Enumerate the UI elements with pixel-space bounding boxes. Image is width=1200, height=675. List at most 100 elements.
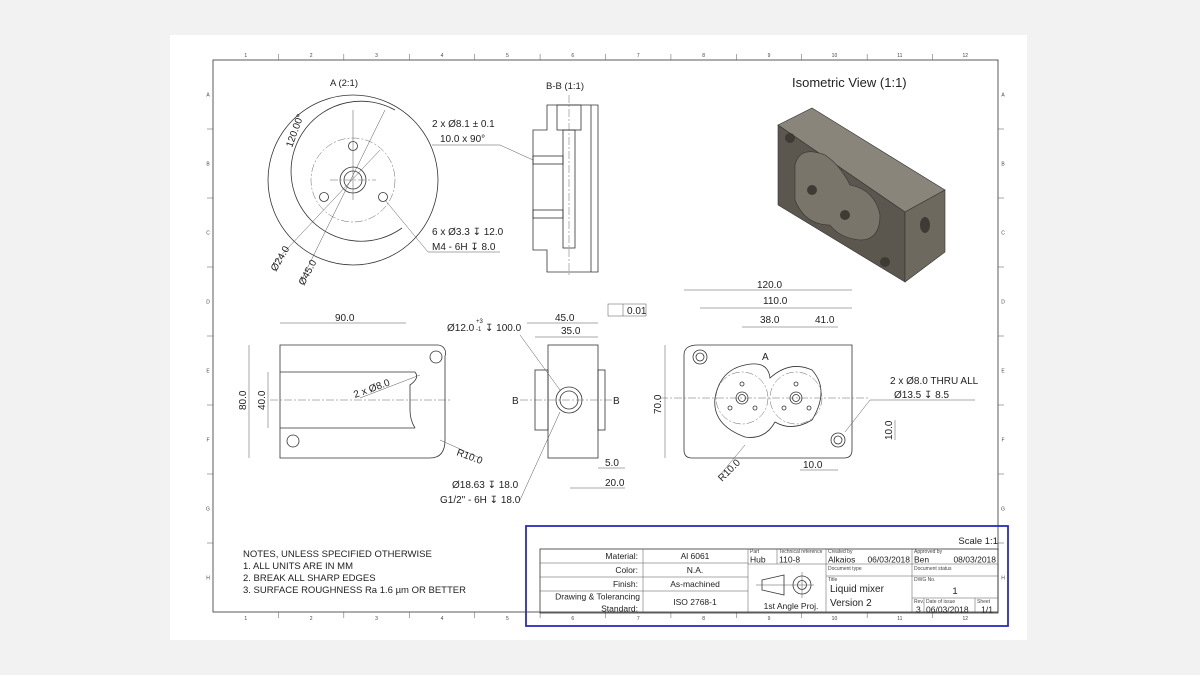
svg-text:Standard:: Standard: bbox=[601, 604, 638, 614]
section-view-bb: B-B (1:1) 2 x Ø8.1 ± 0.1 10.0 x 90° bbox=[432, 81, 599, 275]
svg-text:↧ 100.0: ↧ 100.0 bbox=[485, 323, 522, 334]
grid-marker: B bbox=[1001, 162, 1005, 168]
svg-text:5.0: 5.0 bbox=[605, 458, 619, 469]
svg-text:2 x Ø8.0: 2 x Ø8.0 bbox=[352, 377, 392, 400]
svg-text:1st Angle Proj.: 1st Angle Proj. bbox=[764, 601, 819, 611]
grid-marker: G bbox=[206, 507, 210, 513]
svg-text:Color:: Color: bbox=[615, 565, 638, 575]
svg-text:Part: Part bbox=[750, 549, 760, 555]
grid-marker: 2 bbox=[310, 53, 313, 59]
drawing-border bbox=[212, 59, 999, 613]
grid-marker: H bbox=[206, 576, 210, 582]
grid-marker: 10 bbox=[832, 616, 838, 622]
svg-text:DWG No.: DWG No. bbox=[914, 577, 935, 583]
grid-marker: 12 bbox=[963, 53, 969, 59]
svg-text:Document status: Document status bbox=[914, 566, 952, 572]
svg-text:1: 1 bbox=[952, 586, 957, 597]
svg-text:06/03/2018: 06/03/2018 bbox=[867, 555, 910, 565]
grid-marker: 10 bbox=[832, 53, 838, 59]
note-item: 2. BREAK ALL SHARP EDGES bbox=[243, 573, 376, 584]
svg-text:B: B bbox=[613, 396, 620, 407]
svg-text:N.A.: N.A. bbox=[687, 565, 704, 575]
grid-marker: F bbox=[1001, 438, 1004, 444]
grid-marker: C bbox=[1001, 231, 1005, 237]
svg-text:Title: Title bbox=[828, 577, 837, 583]
grid-marker: 2 bbox=[310, 616, 313, 622]
svg-text:As-machined: As-machined bbox=[670, 579, 720, 589]
grid-marker: H bbox=[1001, 576, 1005, 582]
svg-text:08/03/2018: 08/03/2018 bbox=[953, 555, 996, 565]
notes-heading: NOTES, UNLESS SPECIFIED OTHERWISE bbox=[243, 549, 432, 560]
notes: NOTES, UNLESS SPECIFIED OTHERWISE 1. ALL… bbox=[243, 549, 466, 596]
grid-marker: C bbox=[206, 231, 210, 237]
svg-text:Ben: Ben bbox=[914, 555, 929, 565]
grid-marker: E bbox=[1001, 369, 1005, 375]
svg-text:G1/2" - 6H ↧ 18.0: G1/2" - 6H ↧ 18.0 bbox=[440, 495, 521, 506]
svg-text:Version 2: Version 2 bbox=[830, 598, 872, 609]
svg-text:38.0: 38.0 bbox=[760, 315, 780, 326]
svg-text:Al 6061: Al 6061 bbox=[681, 551, 710, 561]
grid-marker: F bbox=[206, 438, 209, 444]
svg-text:+3: +3 bbox=[476, 319, 484, 325]
svg-text:20.0: 20.0 bbox=[605, 478, 625, 489]
svg-text:120.0: 120.0 bbox=[757, 280, 782, 291]
first-angle-projection-icon bbox=[756, 572, 814, 598]
svg-text:0.01: 0.01 bbox=[627, 306, 647, 317]
grid-marker: 12 bbox=[963, 616, 969, 622]
grid-marker: D bbox=[1001, 300, 1005, 306]
side-view: 45.0 35.0 Ø12.0 +3 -1 ↧ 100.0 0.01 B B 5… bbox=[440, 303, 647, 506]
svg-text:-1: -1 bbox=[476, 327, 482, 333]
svg-text:Created by: Created by bbox=[828, 549, 853, 555]
grid-marker: 8 bbox=[702, 616, 705, 622]
svg-text:2 x Ø8.0 THRU ALL: 2 x Ø8.0 THRU ALL bbox=[890, 376, 979, 387]
isometric-view: Isometric View (1:1) bbox=[777, 75, 946, 283]
svg-text:Finish:: Finish: bbox=[613, 579, 638, 589]
svg-text:35.0: 35.0 bbox=[561, 326, 581, 337]
grid-marker: 6 bbox=[571, 53, 574, 59]
grid-marker: E bbox=[206, 369, 210, 375]
note-item: 3. SURFACE ROUGHNESS Ra 1.6 µm OR BETTER bbox=[243, 585, 466, 596]
svg-text:90.0: 90.0 bbox=[335, 313, 355, 324]
svg-text:Hub: Hub bbox=[750, 555, 766, 565]
grid-marker: 7 bbox=[637, 53, 640, 59]
grid-marker: D bbox=[206, 300, 210, 306]
svg-text:Alkaios: Alkaios bbox=[828, 555, 855, 565]
svg-text:Drawing & Tolerancing: Drawing & Tolerancing bbox=[555, 592, 640, 602]
front-view: 90.0 80.0 40.0 2 x Ø8.0 R10.0 bbox=[238, 313, 484, 467]
svg-text:Ø13.5 ↧ 8.5: Ø13.5 ↧ 8.5 bbox=[894, 390, 950, 401]
svg-text:R10.0: R10.0 bbox=[455, 447, 484, 467]
svg-text:R10.0: R10.0 bbox=[716, 457, 743, 484]
grid-marker: 1 bbox=[244, 616, 247, 622]
grid-marker: 6 bbox=[571, 616, 574, 622]
svg-text:Ø45.0: Ø45.0 bbox=[297, 258, 320, 288]
drawing-title: Liquid mixer bbox=[830, 584, 885, 595]
grid-marker: 5 bbox=[506, 53, 509, 59]
svg-text:10.0 x 90°: 10.0 x 90° bbox=[440, 134, 485, 145]
svg-text:10.0: 10.0 bbox=[884, 420, 895, 440]
top-view: 120.0 110.0 38.0 41.0 A 70.0 2 x Ø8.0 TH… bbox=[653, 280, 979, 484]
svg-text:Material:: Material: bbox=[605, 551, 638, 561]
svg-text:70.0: 70.0 bbox=[653, 394, 664, 414]
grid-marker: G bbox=[1001, 507, 1005, 513]
grid-marker: 9 bbox=[768, 53, 771, 59]
grid-marker: 3 bbox=[375, 53, 378, 59]
svg-text:Ø12.0: Ø12.0 bbox=[447, 323, 475, 334]
grid-marker: A bbox=[206, 93, 210, 99]
svg-text:80.0: 80.0 bbox=[238, 390, 249, 410]
grid-marker: B bbox=[206, 162, 210, 168]
title-block: Scale 1:1 Material: Al 6061 Color: N.A. … bbox=[525, 525, 1009, 627]
grid-marker: 3 bbox=[375, 616, 378, 622]
svg-text:45.0: 45.0 bbox=[555, 313, 575, 324]
svg-text:Rev.: Rev. bbox=[914, 599, 924, 605]
svg-text:2 x Ø8.1 ± 0.1: 2 x Ø8.1 ± 0.1 bbox=[432, 119, 495, 130]
grid-marker: 1 bbox=[244, 53, 247, 59]
grid-marker: A bbox=[1001, 93, 1005, 99]
svg-text:41.0: 41.0 bbox=[815, 315, 835, 326]
svg-text:120.00°: 120.00° bbox=[284, 113, 306, 149]
grid-marker: 4 bbox=[441, 616, 444, 622]
svg-text:Technical reference: Technical reference bbox=[779, 549, 823, 555]
title-block-highlight bbox=[525, 525, 1009, 627]
svg-text:ISO 2768-1: ISO 2768-1 bbox=[673, 597, 717, 607]
